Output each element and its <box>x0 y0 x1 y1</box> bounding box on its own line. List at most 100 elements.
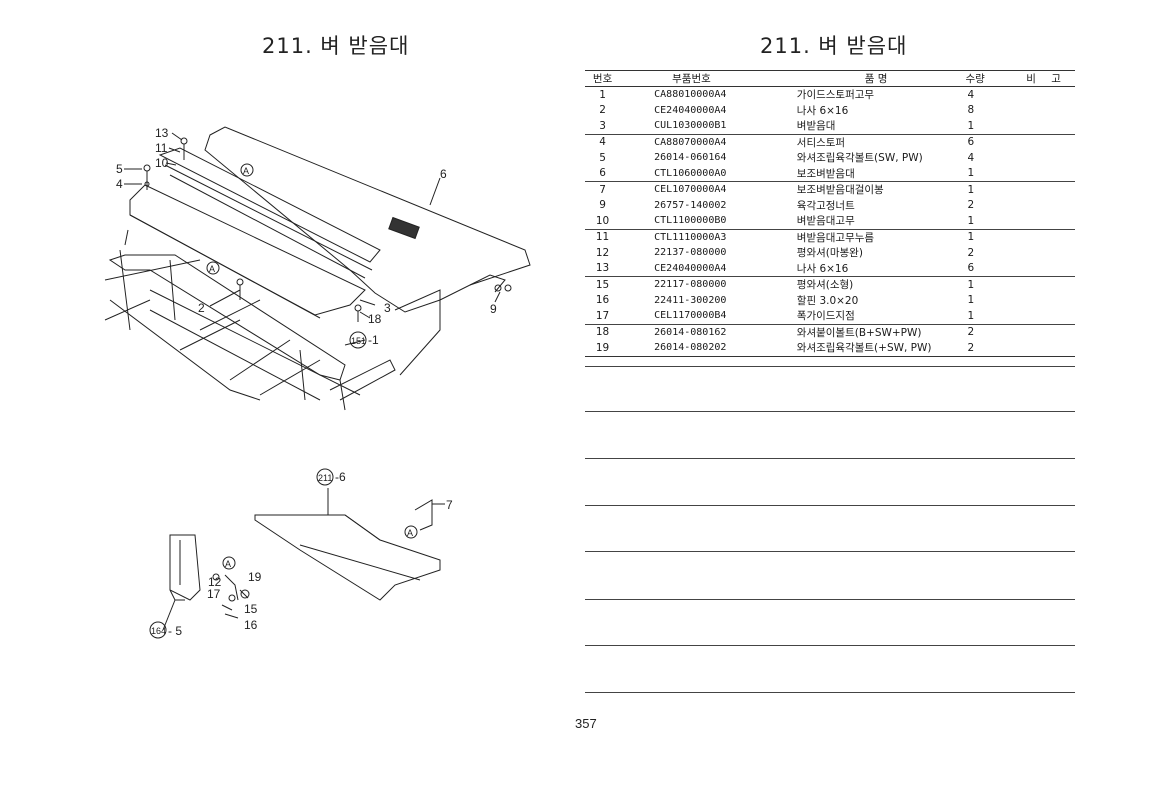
part-number-cell: CE24040000A4 <box>654 104 727 116</box>
header-part-name: 품 명 <box>786 70 966 87</box>
part-index-cell: 6 <box>585 165 621 182</box>
part-name-cell: 나사 6×16 <box>796 104 849 117</box>
part-index-cell: 5 <box>599 151 606 164</box>
part-index-cell: 17 <box>585 308 621 325</box>
remarks-cell <box>1006 260 1075 277</box>
quantity-cell: 1 <box>965 118 1007 135</box>
header-number: 번호 <box>585 70 621 87</box>
callout-5: 5 <box>116 162 123 176</box>
header-part-number: 부품번호 <box>620 70 787 87</box>
part-number-cell: CA88070000A4 <box>654 136 727 148</box>
callout-151-suffix: -1 <box>368 333 379 347</box>
part-number-cell: 22117-080000 <box>654 279 727 291</box>
bracket-shape <box>169 534 201 601</box>
callout-18: 18 <box>368 312 382 326</box>
quantity-cell: 6 <box>967 136 975 149</box>
remarks-cell <box>1006 150 1075 166</box>
callout-211: 211 <box>318 473 332 483</box>
remarks-cell <box>1006 324 1075 340</box>
rubber-strip-shape <box>158 147 381 263</box>
callout-2: 2 <box>198 301 205 315</box>
part-index-cell: 16 <box>595 294 610 307</box>
page-number: 357 <box>575 716 597 731</box>
quantity-cell: 4 <box>967 151 975 164</box>
part-number-cell: 26014-060164 <box>654 152 727 164</box>
remarks-cell <box>1006 293 1075 309</box>
table-header-row: 번호 부품번호 품 명 수량 비 고 <box>585 70 1075 87</box>
part-number-cell: CEL1070000A4 <box>654 184 727 196</box>
part-name-cell: 가이드스토퍼고무 <box>796 89 875 102</box>
callout-164: 164 <box>151 626 166 636</box>
quantity-cell: 2 <box>967 326 975 339</box>
part-number-cell: CTL1100000B0 <box>620 213 787 230</box>
part-name-cell: 와셔붙이볼트(B+SW+PW) <box>796 326 922 339</box>
callout-10: 10 <box>155 156 169 170</box>
remarks-cell <box>1006 103 1075 119</box>
part-index-cell: 2 <box>599 104 606 117</box>
part-number-cell: 26014-080202 <box>620 340 787 357</box>
part-name-cell: 평와셔(마봉완) <box>796 247 863 260</box>
callout-151: 151 <box>351 336 366 346</box>
quantity-cell: 6 <box>965 260 1007 277</box>
quantity-cell: 1 <box>965 165 1007 182</box>
blank-row-line <box>585 551 1075 552</box>
remarks-cell <box>1006 198 1075 214</box>
blank-row-line <box>585 645 1075 646</box>
remarks-cell <box>1006 213 1075 230</box>
table-row: 5 26014-060164 와셔조립육각볼트(SW, PW) 4 <box>585 150 1075 166</box>
part-number-cell: CE24040000A4 <box>620 260 787 277</box>
part-name-cell: 보조벼받음대 <box>786 165 966 182</box>
part-name-cell: 서티스토퍼 <box>796 136 846 149</box>
quantity-cell: 1 <box>965 213 1007 230</box>
part-name-cell: 할핀 3.0×20 <box>796 294 859 307</box>
part-name-cell: 벼받음대 <box>786 118 966 135</box>
part-number-cell: 22411-300200 <box>654 294 727 306</box>
remarks-cell <box>1006 118 1075 135</box>
callout-7: 7 <box>446 498 453 512</box>
remarks-cell <box>1006 229 1075 245</box>
quantity-cell: 8 <box>967 104 975 117</box>
part-name-cell: 와셔조립육각볼트(SW, PW) <box>796 152 923 165</box>
part-index-cell: 12 <box>595 246 610 259</box>
remarks-cell <box>1006 308 1075 325</box>
quantity-cell: 1 <box>967 231 975 244</box>
quantity-cell: 1 <box>965 308 1007 325</box>
callout-11: 11 <box>155 141 168 155</box>
callout-12: 12 <box>208 575 222 589</box>
part-number-cell: CA88010000A4 <box>654 89 727 101</box>
callout-3: 3 <box>384 301 391 315</box>
blank-row-line <box>585 505 1075 506</box>
callout-164-suffix: - 5 <box>168 624 182 638</box>
callout-4: 4 <box>116 177 123 191</box>
part-number-cell: CEL1170000B4 <box>620 308 787 325</box>
part-name-cell: 육각고정너트 <box>796 199 855 212</box>
quantity-cell: 4 <box>967 88 975 101</box>
reference-a-1: A <box>243 166 249 176</box>
reference-a-4: A <box>225 559 231 569</box>
table-row: 2 CE24040000A4 나사 6×16 8 <box>585 103 1075 119</box>
page-title-left: 211. 벼 받음대 <box>262 34 410 58</box>
callout-16: 16 <box>244 618 258 632</box>
part-name-cell: 벼받음대고무 <box>786 213 966 230</box>
part-name-cell: 보조벼받음대걸이봉 <box>796 184 884 197</box>
plate-label-patch <box>388 216 420 240</box>
part-index-cell: 7 <box>599 183 606 196</box>
part-number-cell: 22137-080000 <box>654 247 727 259</box>
callout-6: 6 <box>440 167 447 181</box>
part-index-cell: 11 <box>595 231 610 244</box>
remarks-cell <box>1006 87 1075 103</box>
callout-17: 17 <box>207 587 221 601</box>
reference-a-3: A <box>407 528 413 538</box>
exploded-parts-diagram: 13 11 10 5 4 6 2 3 18 9 151 -1 211 -6 7 … <box>104 126 531 639</box>
part-name-cell: 평와셔(소형) <box>796 279 854 292</box>
